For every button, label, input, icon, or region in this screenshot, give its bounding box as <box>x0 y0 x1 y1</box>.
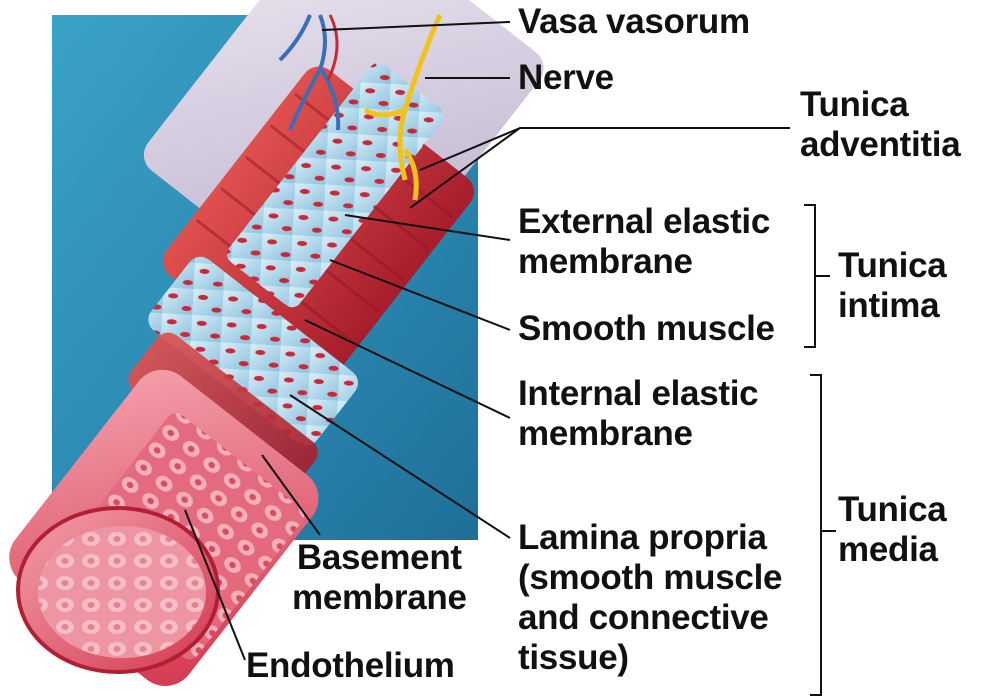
label-smooth-muscle: Smooth muscle <box>518 309 775 349</box>
bracket-tunica-media <box>810 374 822 696</box>
label-vasa-vasorum: Vasa vasorum <box>518 2 750 42</box>
label-tunica-adventitia: Tunica adventitia <box>800 85 960 165</box>
label-internal-elastic-membrane: Internal elastic membrane <box>518 374 758 454</box>
label-tunica-intima: Tunica intima <box>838 246 946 326</box>
label-external-elastic-membrane: External elastic membrane <box>518 202 770 282</box>
bracket-tunica-intima <box>804 204 816 348</box>
label-nerve: Nerve <box>518 58 614 98</box>
tick-tunica-intima <box>816 275 830 277</box>
label-tunica-media: Tunica media <box>838 490 946 570</box>
label-endothelium: Endothelium <box>246 646 455 686</box>
label-lamina-propria: Lamina propria (smooth muscle and connec… <box>518 518 782 678</box>
tick-tunica-media <box>822 530 836 532</box>
label-basement-membrane: Basement membrane <box>292 538 467 618</box>
